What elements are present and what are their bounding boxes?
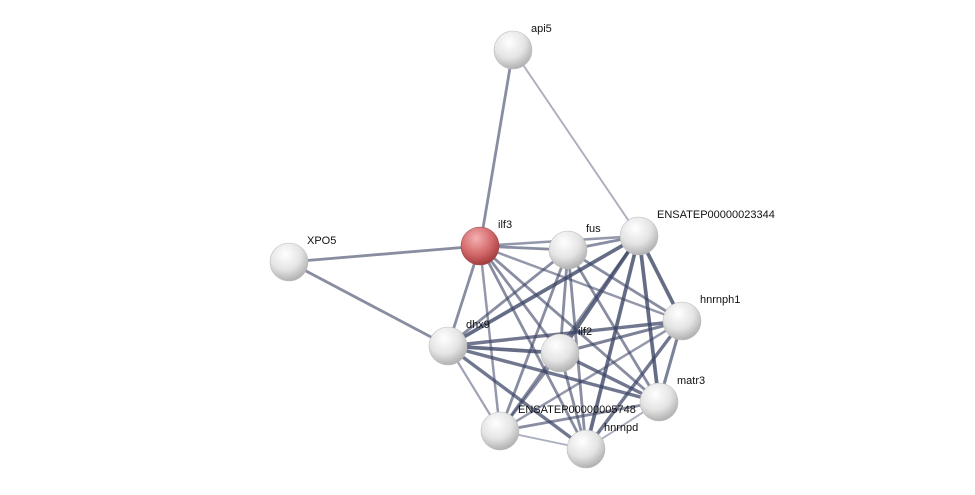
node-sphere[interactable]: [548, 230, 588, 270]
edge-api5-ilf3[interactable]: [478, 49, 515, 247]
node-sphere[interactable]: [662, 301, 702, 341]
node-sphere[interactable]: [566, 429, 606, 469]
node-label: ENSATEP00000023344: [657, 209, 775, 221]
node-ilf2[interactable]: ilf2: [540, 326, 592, 373]
edge-dhx9-matr3[interactable]: [447, 344, 660, 404]
node-label: ilf2: [578, 326, 592, 338]
node-sphere[interactable]: [540, 333, 580, 373]
node-label: fus: [586, 223, 601, 235]
edge-ilf3-hnrnpd[interactable]: [478, 245, 588, 450]
edge-hnrnph1-dhx9[interactable]: [447, 319, 683, 348]
edge-ilf3-ENSATEP00000005748[interactable]: [478, 245, 502, 432]
node-label: api5: [531, 23, 552, 35]
node-ENSATEP00000023344[interactable]: ENSATEP00000023344: [619, 209, 775, 256]
edge-ENSATEP00000023344-matr3[interactable]: [637, 235, 661, 403]
node-sphere[interactable]: [269, 242, 309, 282]
node-sphere[interactable]: [480, 411, 520, 451]
edge-dhx9-hnrnpd[interactable]: [446, 344, 588, 451]
node-XPO5[interactable]: XPO5: [269, 235, 336, 282]
edge-ENSATEP00000023344-dhx9[interactable]: [447, 234, 640, 348]
edge-XPO5-ilf3[interactable]: [288, 244, 481, 264]
node-hnrnpd[interactable]: hnrnpd: [566, 422, 638, 469]
edge-fus-dhx9[interactable]: [447, 248, 569, 348]
node-label: XPO5: [307, 235, 336, 247]
edge-fus-matr3[interactable]: [566, 249, 661, 403]
node-dhx9[interactable]: dhx9: [428, 319, 490, 366]
node-sphere[interactable]: [428, 326, 468, 366]
node-label: dhx9: [466, 319, 490, 331]
node-label: matr3: [677, 375, 705, 387]
node-ilf3[interactable]: ilf3: [460, 219, 512, 266]
node-label: ENSATEP00000005748: [518, 404, 636, 416]
node-sphere[interactable]: [619, 216, 659, 256]
node-sphere[interactable]: [639, 382, 679, 422]
edge-fus-ENSATEP00000005748[interactable]: [498, 249, 570, 432]
edge-api5-ENSATEP00000023344[interactable]: [512, 49, 640, 237]
node-label: hnrnpd: [604, 422, 638, 434]
edge-matr3-ENSATEP00000005748[interactable]: [499, 400, 660, 433]
node-matr3[interactable]: matr3: [639, 375, 705, 422]
edge-XPO5-dhx9[interactable]: [288, 260, 449, 348]
node-api5[interactable]: api5: [493, 23, 552, 70]
node-ENSATEP00000005748[interactable]: ENSATEP00000005748: [480, 404, 636, 451]
node-hnrnph1[interactable]: hnrnph1: [662, 294, 740, 341]
edge-ilf3-matr3[interactable]: [479, 244, 660, 404]
node-fus[interactable]: fus: [548, 223, 601, 270]
node-label: ilf3: [498, 219, 512, 231]
edge-hnrnph1-hnrnpd[interactable]: [584, 319, 684, 451]
node-sphere[interactable]: [460, 226, 500, 266]
node-label: hnrnph1: [700, 294, 740, 306]
node-sphere[interactable]: [493, 30, 533, 70]
edge-hnrnph1-ilf2[interactable]: [559, 319, 683, 355]
edge-hnrnph1-ENSATEP00000005748[interactable]: [499, 319, 683, 433]
